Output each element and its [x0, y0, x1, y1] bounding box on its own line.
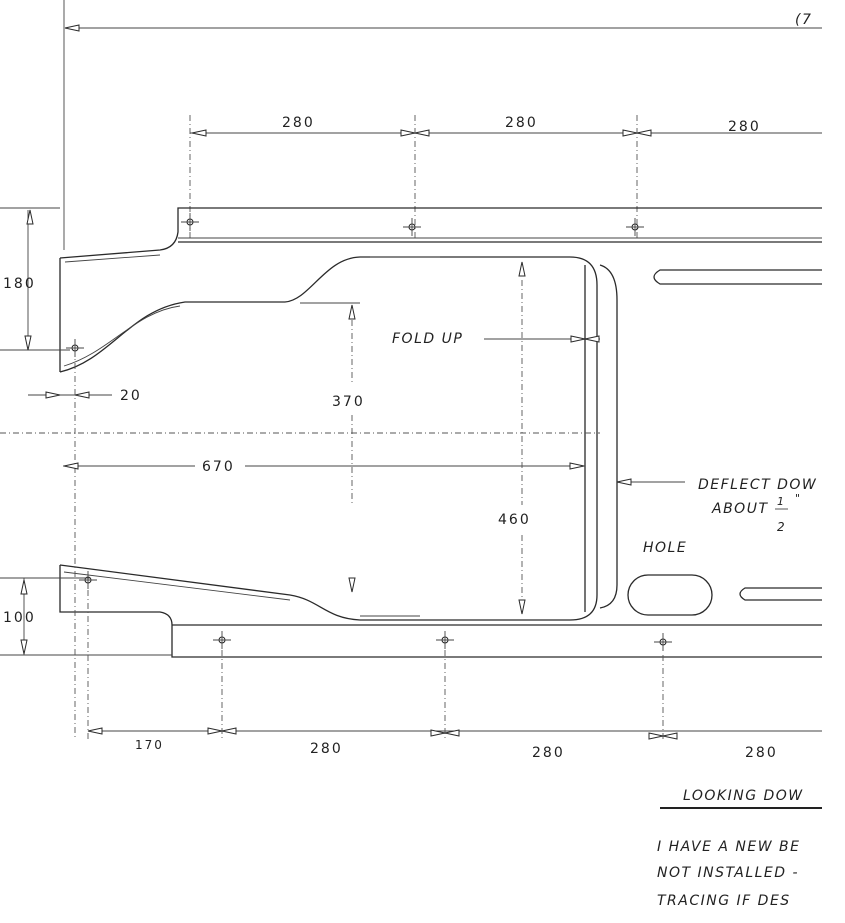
overall-dimension-line	[63, 0, 822, 250]
dim-top-2: 280	[505, 115, 538, 131]
dim-670-group: 670	[63, 459, 585, 475]
page-margin	[823, 0, 845, 923]
dim-100: 100	[3, 610, 36, 626]
bottom-pitch-dimensions: 170 280 280 280	[87, 590, 822, 761]
note-line-2: NOT INSTALLED -	[657, 865, 799, 881]
dim-460: 460	[498, 512, 531, 528]
fold-up-callout: FOLD UP	[392, 331, 600, 347]
hole-label: HOLE	[643, 540, 687, 556]
dim-bottom-2: 280	[532, 745, 565, 761]
dim-180: 180	[3, 276, 36, 292]
note-line-3: TRACING IF DES	[657, 893, 791, 909]
dim-bottom-1: 280	[310, 741, 343, 757]
fold-up-label: FOLD UP	[392, 331, 463, 347]
dim-bottom-170: 170	[135, 738, 164, 752]
hole-markers	[65, 212, 673, 652]
dim-top-1: 280	[282, 115, 315, 131]
hole-oval	[627, 574, 713, 616]
deflect-label: DEFLECT DOW	[698, 477, 817, 493]
sheet-reference: (7	[795, 12, 812, 28]
deflect-unit: "	[795, 492, 802, 505]
dim-370-group: 370	[300, 302, 365, 505]
dim-370: 370	[332, 394, 365, 410]
top-pitch-dimensions: 280 280 280	[189, 115, 822, 240]
dim-bottom-3: 280	[745, 745, 778, 761]
dim-20: 20	[120, 388, 142, 404]
deflect-fraction-num: 1	[777, 495, 786, 508]
part-outline	[59, 207, 822, 658]
note-line-1: I HAVE A NEW BE	[657, 839, 800, 855]
deflect-fraction-den: 2	[777, 520, 786, 534]
dim-460-group: 460	[348, 261, 531, 615]
left-dimensions: 180 100 20	[0, 207, 172, 740]
deflect-callout: DEFLECT DOW ABOUT 1 2 " HOLE	[616, 477, 817, 556]
dim-top-3: 280	[728, 119, 761, 135]
view-title: LOOKING DOW	[683, 788, 804, 804]
deflect-about: ABOUT	[711, 501, 769, 517]
dim-670: 670	[202, 459, 235, 475]
